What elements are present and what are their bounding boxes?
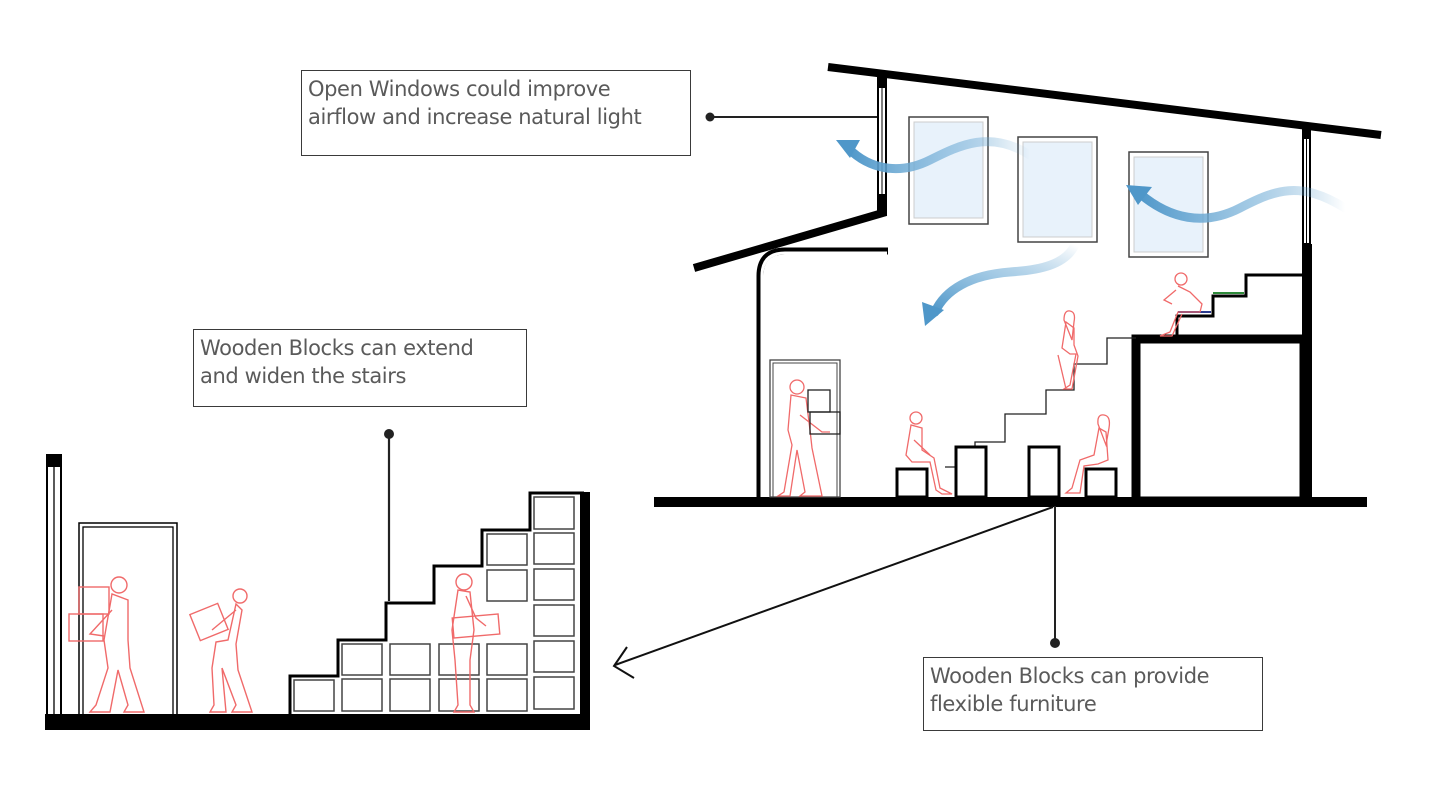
- detail-right-wall: [580, 492, 590, 716]
- window-3: [1128, 151, 1209, 258]
- person-sitting-on-top-step: [1159, 272, 1203, 337]
- wooden-blocks-grid: [293, 496, 575, 712]
- person-holding-block-detail: [451, 573, 501, 713]
- annotation-line: Wooden Blocks can extend: [200, 336, 474, 360]
- person-sitting-on-block: [905, 411, 953, 495]
- connector-windows: [705, 112, 877, 122]
- person-sitting-on-block-right: [1064, 414, 1111, 494]
- annotation-line: Open Windows could improve: [308, 77, 611, 101]
- wooden-block-seat-2: [1084, 467, 1118, 499]
- clerestory-wall-post-top: [877, 73, 887, 87]
- roof-main: [827, 63, 1382, 139]
- right-wall-post-top: [1302, 128, 1311, 138]
- window-2: [1017, 136, 1098, 243]
- person-carrying-boxes-main: [775, 379, 841, 497]
- ceiling-rail-inner: [760, 251, 887, 497]
- mezzanine-box: [1131, 334, 1309, 506]
- person-carrying-boxes-detail: [68, 576, 145, 713]
- annotation-extend-stairs: Wooden Blocks can extend and widen the s…: [193, 329, 527, 407]
- wooden-block-tall-2: [1027, 445, 1061, 499]
- annotation-line: and widen the stairs: [200, 364, 407, 388]
- airflow-arrow-out-left: [836, 137, 1035, 174]
- upper-stair-outline: [1175, 273, 1302, 338]
- roof-lower: [692, 208, 888, 272]
- connector-stairs: [384, 429, 394, 601]
- window-1: [908, 116, 989, 225]
- person-sitting-on-stairs: [1057, 310, 1079, 390]
- annotation-line: airflow and increase natural light: [308, 105, 642, 129]
- wooden-block-seat-1: [895, 467, 929, 499]
- detail-callout-arrow: [612, 506, 1054, 679]
- annotation-line: flexible furniture: [930, 692, 1097, 716]
- connector-furniture: [1050, 506, 1060, 648]
- wooden-block-tall-1: [954, 445, 988, 499]
- annotation-flexible-furniture: Wooden Blocks can provide flexible furni…: [923, 657, 1263, 731]
- annotation-line: Wooden Blocks can provide: [930, 664, 1210, 688]
- stair-block-detail-section: [45, 454, 590, 730]
- person-carrying-box-detail: [188, 588, 253, 713]
- doorway-main: [769, 359, 841, 498]
- ceiling-rail: [756, 247, 888, 497]
- detail-floor-slab: [45, 714, 590, 730]
- detail-wall-cap: [46, 454, 62, 466]
- main-building-section: [654, 63, 1382, 507]
- clerestory-wall-post-bottom: [877, 194, 887, 216]
- airflow-arrow-in-right: [1126, 185, 1350, 223]
- main-floor-slab: [654, 497, 1367, 507]
- annotation-open-windows: Open Windows could improve airflow and i…: [301, 70, 691, 156]
- airflow-arrow-down: [922, 240, 1080, 326]
- detail-stair-outline: [288, 491, 584, 714]
